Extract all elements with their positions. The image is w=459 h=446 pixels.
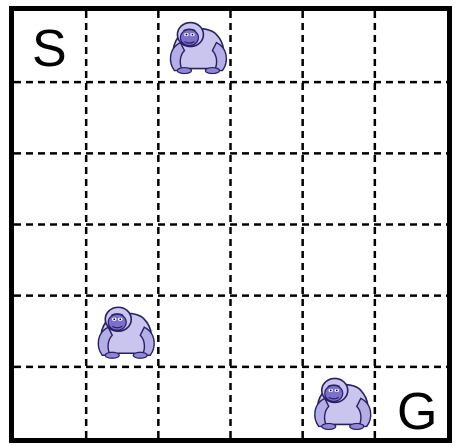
goal-label: G — [397, 383, 437, 441]
grid-lines — [14, 11, 447, 438]
obstacle-layer — [98, 23, 370, 430]
gorilla-icon — [170, 23, 226, 74]
gorilla-icon — [315, 378, 371, 429]
start-label: S — [32, 20, 67, 78]
gorilla-icon — [98, 307, 154, 358]
